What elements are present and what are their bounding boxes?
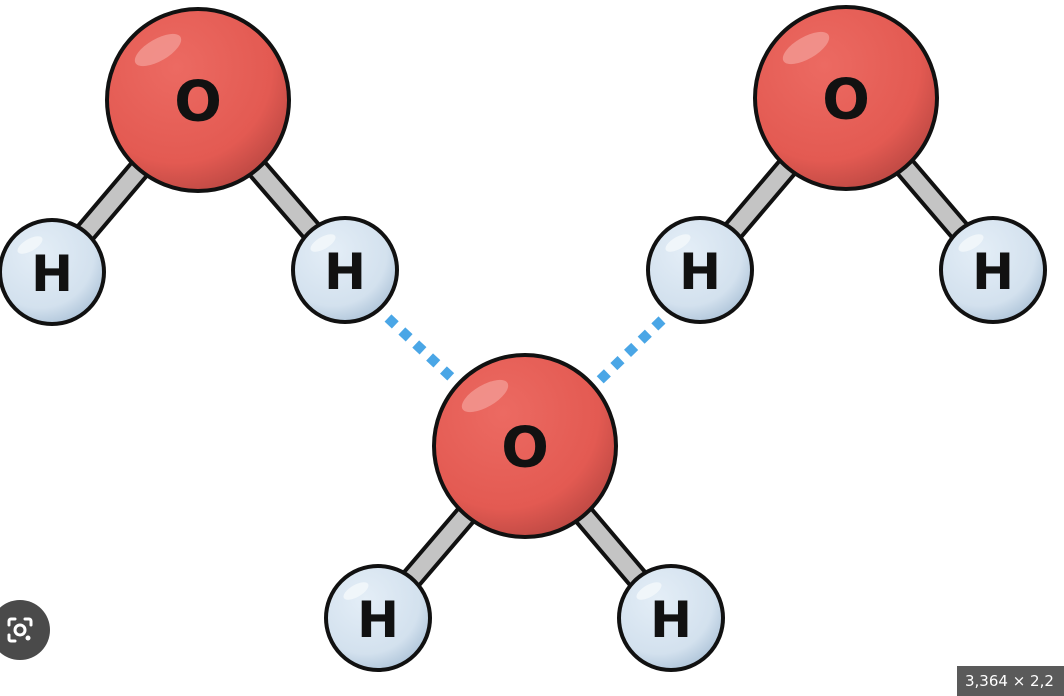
hydrogen-atom: H: [646, 216, 754, 324]
hydrogen-label: H: [679, 243, 721, 301]
molecule-top-right: O H H: [646, 5, 1047, 324]
molecule-center: O H H: [324, 353, 725, 672]
hydrogen-atom: H: [617, 564, 725, 672]
hydrogen-atom: H: [324, 564, 432, 672]
camera-search-icon: [7, 617, 33, 643]
molecule-top-left: O H H: [0, 7, 399, 326]
oxygen-atom: O: [432, 353, 618, 539]
hydrogen-label: H: [357, 591, 399, 649]
hydrogen-atom: H: [0, 218, 106, 326]
hydrogen-atom: H: [291, 216, 399, 324]
hydrogen-label: H: [972, 243, 1014, 301]
hydrogen-atom: H: [939, 216, 1047, 324]
image-dimensions-badge: 3,364 × 2,2: [957, 666, 1064, 696]
hydrogen-bond-right: [596, 316, 666, 384]
visual-search-button[interactable]: [0, 600, 50, 660]
oxygen-atom: O: [105, 7, 291, 193]
hydrogen-label: H: [650, 591, 692, 649]
oxygen-atom: O: [753, 5, 939, 191]
hydrogen-label: H: [31, 245, 73, 303]
oxygen-label: O: [822, 68, 870, 133]
oxygen-label: O: [501, 416, 549, 481]
hydrogen-bonds: [384, 314, 666, 384]
hydrogen-label: H: [324, 243, 366, 301]
hydrogen-bond-left: [384, 314, 456, 382]
oxygen-label: O: [174, 70, 222, 135]
